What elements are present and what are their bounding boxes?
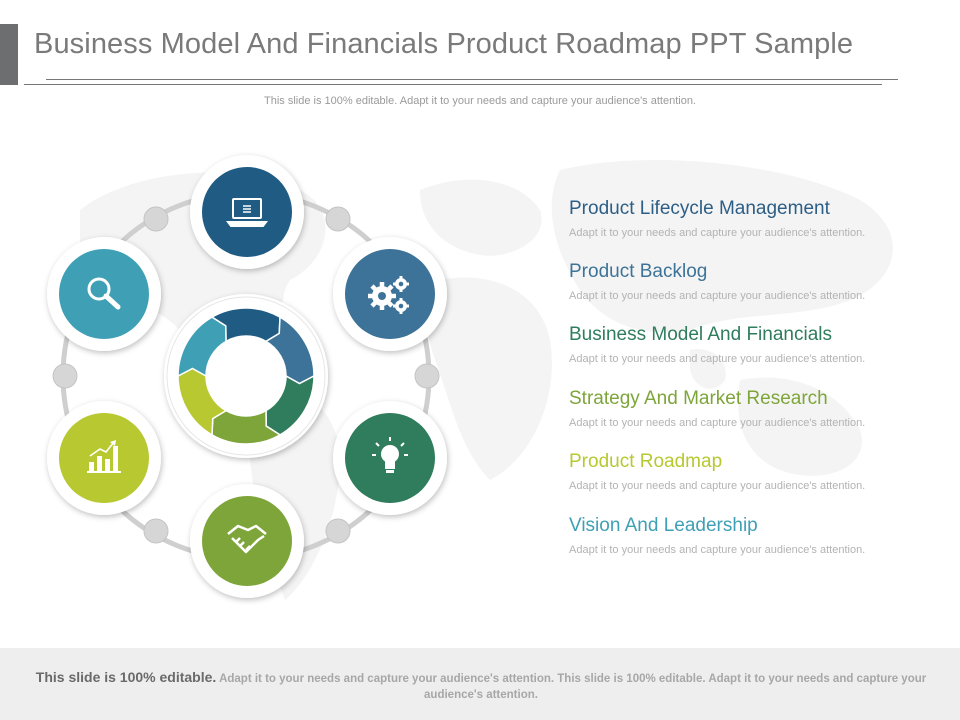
node-upper-right: [333, 237, 447, 351]
connector-dots: [52, 206, 440, 544]
item-description: Adapt it to your needs and capture your …: [569, 290, 866, 302]
node-top: [190, 155, 304, 269]
item-title: Vision And Leadership: [569, 515, 758, 536]
handshake-icon: [227, 524, 267, 554]
node-lower-right: [333, 401, 447, 515]
title-rule-top: [46, 79, 898, 80]
list-item-product-lifecycle: Product Lifecycle Management Adapt it to…: [569, 198, 949, 239]
item-title: Product Roadmap: [569, 451, 723, 472]
list-item-vision: Vision And Leadership Adapt it to your n…: [569, 515, 949, 556]
slide-subtitle: This slide is 100% editable. Adapt it to…: [264, 95, 696, 107]
list-item-product-backlog: Product Backlog Adapt it to your needs a…: [569, 261, 949, 302]
list-item-business-model: Business Model And Financials Adapt it t…: [569, 324, 949, 365]
item-description: Adapt it to your needs and capture your …: [569, 544, 866, 556]
node-lower-left: [47, 401, 161, 515]
footer-band: [0, 648, 960, 720]
item-description: Adapt it to your needs and capture your …: [569, 353, 866, 365]
lightbulb-icon: [372, 437, 408, 473]
connector-dot-bottom-right: [325, 518, 351, 544]
node-upper-left: [47, 237, 161, 351]
gears-icon: [368, 276, 409, 314]
item-title: Product Backlog: [569, 261, 708, 282]
footer-text: This slide is 100% editable. Adapt it to…: [26, 669, 936, 703]
item-description: Adapt it to your needs and capture your …: [569, 227, 866, 239]
connector-dot-left: [52, 363, 78, 389]
connector-dot-bottom-left: [143, 518, 169, 544]
laptop-icon: [226, 198, 268, 227]
node-bottom: [190, 484, 304, 598]
magnifier-icon: [87, 277, 121, 310]
item-title: Business Model And Financials: [569, 324, 832, 345]
connector-dot-top-right: [325, 206, 351, 232]
slide-title: Business Model And Financials Product Ro…: [34, 28, 854, 60]
footer-rest-text: Adapt it to your needs and capture your …: [216, 673, 927, 701]
item-description: Adapt it to your needs and capture your …: [569, 480, 866, 492]
bar-chart-icon: [87, 440, 121, 473]
list-item-product-roadmap: Product Roadmap Adapt it to your needs a…: [569, 451, 949, 492]
connector-dot-right: [414, 363, 440, 389]
title-accent-bar: [0, 24, 18, 85]
list-item-strategy: Strategy And Market Research Adapt it to…: [569, 388, 949, 429]
cycle-arrows-icon: [177, 307, 315, 445]
center-cycle: [164, 294, 328, 458]
connector-dot-top-left: [143, 206, 169, 232]
item-description: Adapt it to your needs and capture your …: [569, 417, 866, 429]
item-title: Product Lifecycle Management: [569, 198, 830, 219]
title-rule-bottom: [24, 84, 882, 85]
footer-strong-text: This slide is 100% editable.: [35, 669, 217, 685]
item-title: Strategy And Market Research: [569, 388, 828, 409]
